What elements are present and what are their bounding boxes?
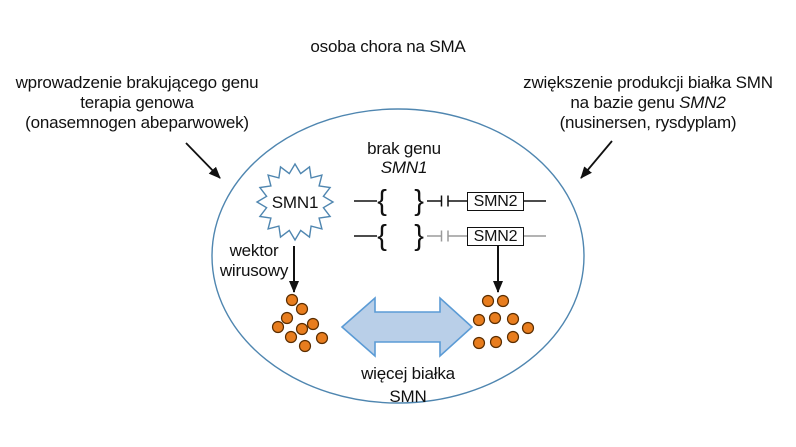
- missing-gene-label: brak genu SMN1: [367, 139, 441, 177]
- gene-construct-row-2: [354, 230, 546, 242]
- protein-dot: [306, 317, 320, 331]
- protein-dot: [271, 320, 285, 334]
- protein-dot: [280, 311, 294, 325]
- smn2-gene-name: SMN2: [679, 93, 726, 112]
- brace-open-icon: {: [377, 185, 387, 217]
- smn2-gene-box: SMN2: [467, 192, 524, 211]
- left-therapy-arrow: [185, 142, 221, 179]
- smn2-gene-box: SMN2: [467, 227, 524, 246]
- brace-close-icon: }: [414, 185, 424, 217]
- protein-dots-left: [271, 293, 329, 353]
- viral-vector-label: wektor wirusowy: [219, 241, 289, 280]
- right-note-line1: zwiększenie produkcji białka SMN: [523, 73, 773, 92]
- protein-dot: [496, 294, 510, 308]
- protein-dot: [521, 321, 535, 335]
- protein-dot: [472, 313, 486, 327]
- starburst-label: SMN1: [271, 193, 319, 212]
- more-protein-label: więcej białka SMN: [361, 364, 455, 406]
- smn1-starburst-icon: [255, 162, 335, 242]
- protein-dot: [284, 330, 298, 344]
- protein-dot: [298, 339, 312, 353]
- right-therapy-note: zwiększenie produkcji białka SMN na bazi…: [515, 73, 781, 133]
- brace-close-icon: }: [414, 220, 424, 252]
- protein-dot: [285, 293, 299, 307]
- protein-dot: [488, 311, 502, 325]
- protein-dot: [506, 312, 520, 326]
- right-note-line3: (nusinersen, rysdyplam): [559, 113, 737, 132]
- brace-open-icon: {: [377, 220, 387, 252]
- cell-ellipse: [211, 108, 585, 404]
- protein-dot: [489, 335, 503, 349]
- protein-dot: [472, 336, 486, 350]
- right-therapy-arrow: [580, 140, 613, 179]
- left-note-line1: wprowadzenie brakującego genu: [15, 73, 259, 92]
- equivalence-double-arrow-icon: [340, 296, 474, 358]
- protein-dot: [315, 331, 329, 345]
- diagram-title: osoba chora na SMA: [310, 37, 466, 56]
- protein-dots-right: [472, 294, 535, 350]
- left-note-line2: terapia genowa: [80, 93, 194, 112]
- left-note-line3: (onasemnogen abeparwowek): [25, 113, 249, 132]
- left-therapy-note: wprowadzenie brakującego genu terapia ge…: [0, 73, 274, 133]
- protein-dot: [481, 294, 495, 308]
- right-note-line2: na bazie genu SMN2: [570, 93, 726, 112]
- smn1-gene-name: SMN1: [380, 158, 428, 177]
- protein-dot: [295, 322, 309, 336]
- protein-dot: [295, 302, 309, 316]
- protein-dot: [506, 330, 520, 344]
- gene-construct-row-1: [354, 195, 546, 207]
